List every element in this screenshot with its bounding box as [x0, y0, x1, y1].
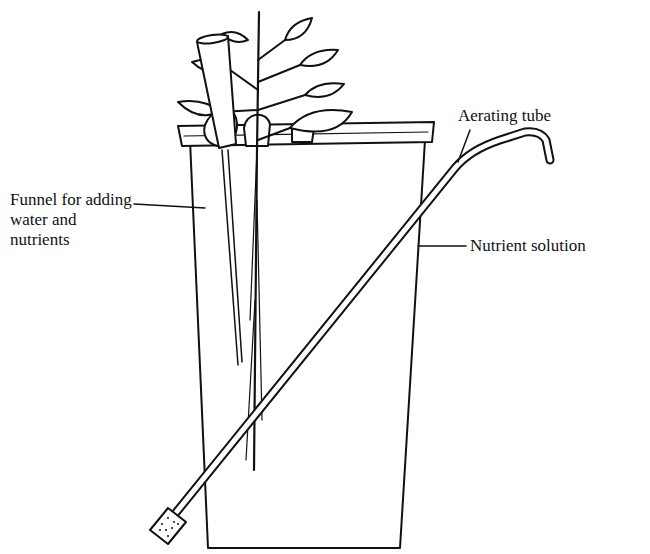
solution-label: Nutrient solution — [470, 236, 640, 256]
leaf — [305, 83, 344, 97]
funnel-tube — [222, 150, 242, 365]
leader-line — [134, 204, 205, 208]
leaf — [290, 110, 352, 132]
air-stone — [150, 508, 186, 544]
tube-label: Aerating tube — [458, 106, 608, 126]
aerating-tube — [170, 132, 550, 520]
funnel-label: Funnel for adding water and nutrients — [10, 190, 135, 250]
leader-line — [458, 130, 470, 162]
leaf — [300, 50, 338, 66]
leaf — [285, 18, 312, 40]
funnel — [197, 36, 236, 148]
leader-line — [418, 245, 466, 247]
